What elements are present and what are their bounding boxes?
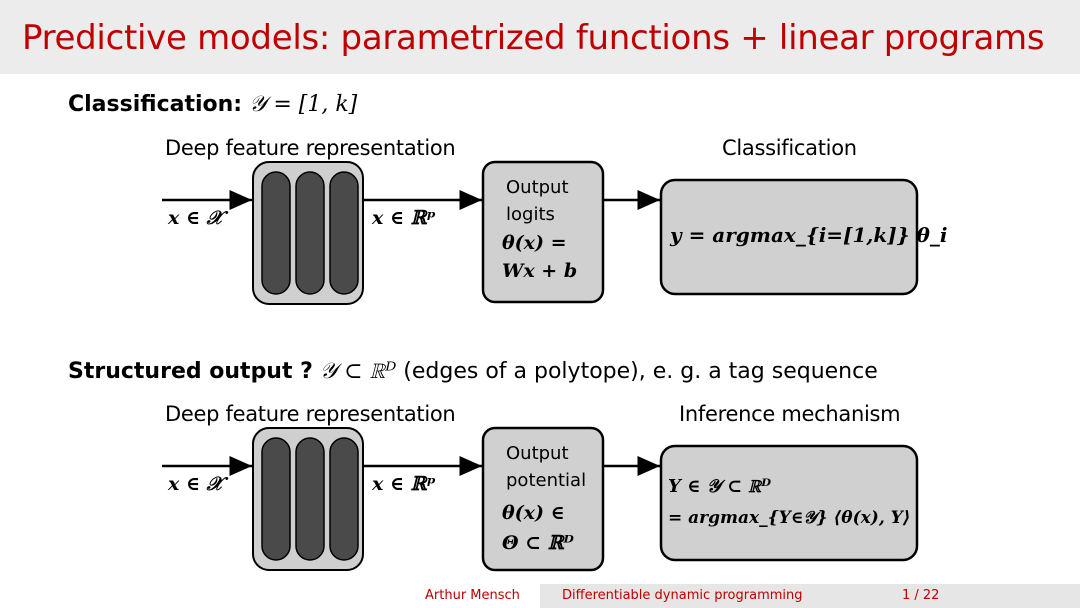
footer-page-number: 1 / 22 xyxy=(902,588,940,603)
s1-feature-math: x ∈ ℝᵖ xyxy=(372,207,436,229)
section1-deep-feature-label: Deep feature representation xyxy=(165,136,456,160)
s2-feature-math: x ∈ ℝᵖ xyxy=(372,473,436,495)
footer-left: Arthur Mensch xyxy=(0,584,540,608)
s1-box-math1: θ(x) = xyxy=(502,232,567,254)
s1-layer-2 xyxy=(295,171,325,295)
section2-heading-label: Structured output ? xyxy=(68,359,313,384)
s2-box-math1: θ(x) ∈ xyxy=(502,502,565,524)
s2-box-line1: Output xyxy=(506,443,569,464)
title-bar xyxy=(0,0,1080,74)
section1-heading-label: Classification: xyxy=(68,92,243,117)
s1-logits-box xyxy=(481,160,605,304)
s2-box-line2: potential xyxy=(506,470,587,491)
s1-classification-box xyxy=(659,178,919,296)
s1-box-math2: Wx + b xyxy=(502,260,578,282)
s2-layer-1 xyxy=(261,437,291,561)
section1-heading: Classification: 𝒴 = [1, k] xyxy=(68,92,357,117)
section1-classification-label: Classification xyxy=(722,136,857,160)
s1-layer-1 xyxy=(261,171,291,295)
footer-talk-title: Differentiable dynamic programming xyxy=(562,588,803,603)
s2-result-line2: = argmax_{Y∈𝒴} ⟨θ(x), Y⟩ xyxy=(668,508,911,528)
s1-input-math: x ∈ 𝒳 xyxy=(168,207,223,229)
section2-heading: Structured output ? 𝒴 ⊂ ℝᴰ (edges of a p… xyxy=(68,359,878,384)
footer: Arthur Mensch Differentiable dynamic pro… xyxy=(0,584,1080,608)
s1-box-line1: Output xyxy=(506,177,569,198)
section1-heading-math: 𝒴 = [1, k] xyxy=(249,92,358,117)
s1-box-line2: logits xyxy=(506,204,555,225)
s2-layer-3 xyxy=(329,437,359,561)
footer-right: Differentiable dynamic programming 1 / 2… xyxy=(540,584,1080,608)
s1-layer-3 xyxy=(329,171,359,295)
s1-result-math: y = argmax_{i=[1,k]} θ_i xyxy=(670,223,948,247)
s2-result-line1: Y ∈ 𝒴 ⊂ ℝᴰ xyxy=(668,476,772,497)
s2-layer-2 xyxy=(295,437,325,561)
footer-author: Arthur Mensch xyxy=(425,588,520,603)
slide-title: Predictive models: parametrized function… xyxy=(22,18,1045,58)
section2-heading-rest: (edges of a polytope), e. g. a tag seque… xyxy=(403,359,878,384)
section2-inference-label: Inference mechanism xyxy=(679,402,901,426)
section2-deep-feature-label: Deep feature representation xyxy=(165,402,456,426)
section2-heading-math: 𝒴 ⊂ ℝᴰ xyxy=(319,359,397,384)
s2-potential-box xyxy=(481,426,605,572)
s2-box-math2: Θ ⊂ ℝᴰ xyxy=(502,532,574,554)
s2-inference-box xyxy=(659,444,919,562)
s2-input-math: x ∈ 𝒳 xyxy=(168,473,223,495)
